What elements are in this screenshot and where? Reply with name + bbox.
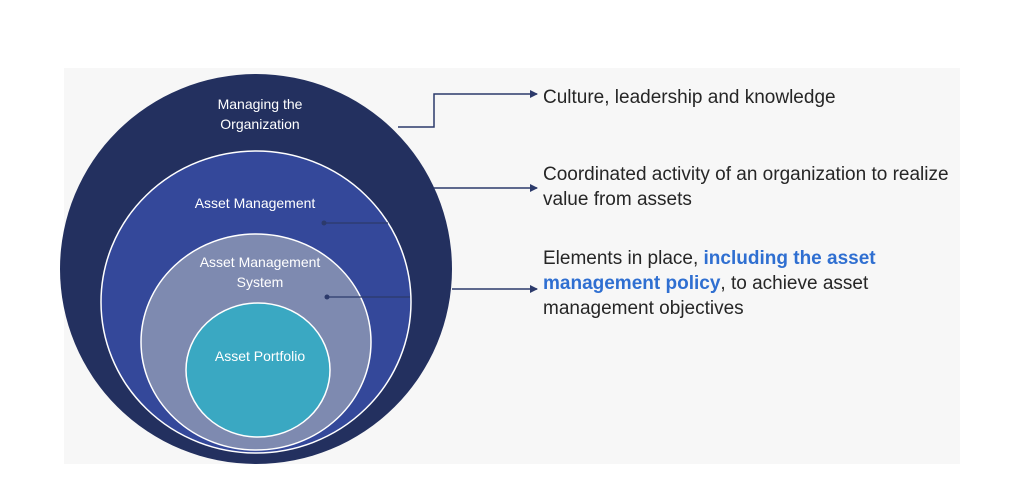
description-elements: Elements in place, including the asset m… [543, 246, 963, 321]
description-elements-highlight: including the asset management policy [543, 248, 876, 294]
description-elements-end: , to achieve asset management objectives [543, 273, 869, 319]
ring-asset-portfolio [185, 302, 331, 438]
description-coordinated: Coordinated activity of an organization … [543, 164, 949, 210]
connector-culture [398, 90, 538, 128]
label-asset-management-system: Asset Management System [199, 254, 321, 290]
label-asset-portfolio: Asset Portfolio [214, 348, 306, 364]
description-elements-start: Elements in place, [543, 248, 704, 269]
label-managing-organization: Managing the Organization [217, 96, 303, 132]
label-asset-management: Asset Management [194, 195, 316, 211]
description-culture: Culture, leadership and knowledge [543, 87, 836, 108]
